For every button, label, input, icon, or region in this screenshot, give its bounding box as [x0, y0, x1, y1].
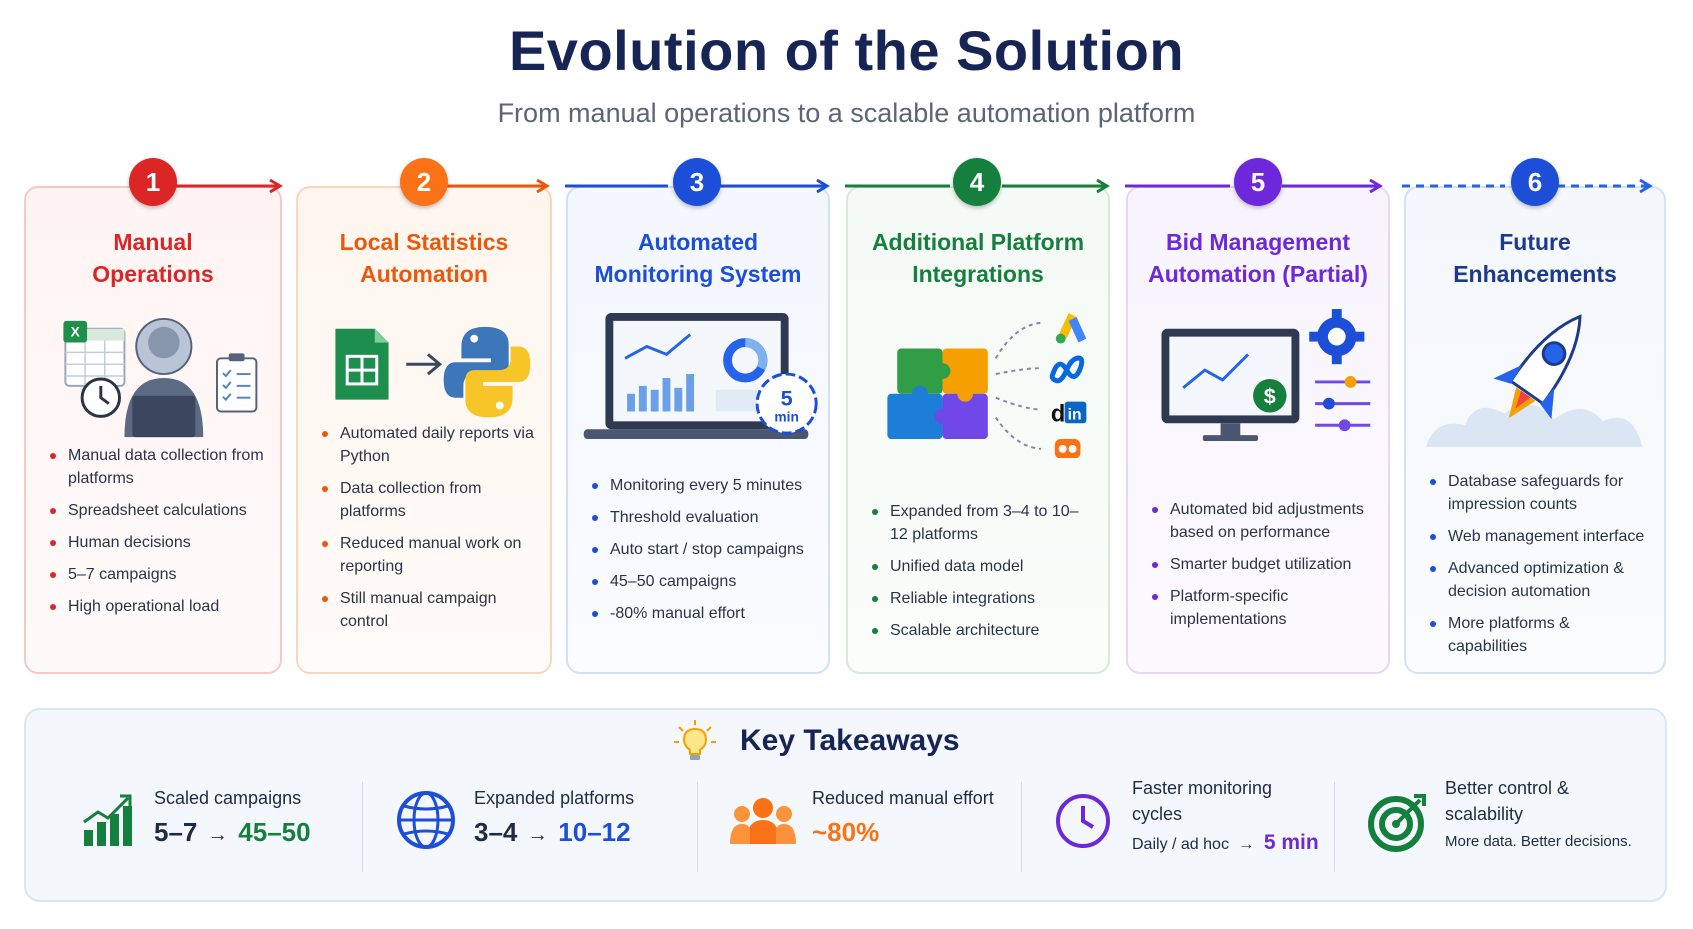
bullet-item: Reliable integrations	[868, 587, 1094, 610]
bullet-item: -80% manual effort	[588, 602, 814, 625]
bullet-item: Scalable architecture	[868, 619, 1094, 642]
bullet-item: 5–7 campaigns	[46, 563, 266, 586]
svg-text:in: in	[1068, 406, 1082, 423]
stage-number-badge-3: 3	[673, 158, 721, 206]
bullet-item: Advanced optimization & decision automat…	[1426, 557, 1650, 603]
timer-unit: min	[774, 409, 798, 424]
laptop-icon	[132, 395, 196, 438]
stage-card-3: Automated Monitoring System 5 min Monito…	[566, 186, 830, 674]
page-title: Evolution of the Solution	[508, 19, 1185, 82]
takeaway-reduced-effort: Reduced manual effort ~80%	[812, 788, 994, 847]
bullet-item: More platforms & capabilities	[1426, 612, 1650, 658]
stage-card-1: Manual Operations X Manual data collecti…	[24, 186, 282, 674]
takeaway-better-control: Better control & scalability More data. …	[1445, 778, 1632, 850]
bullet-item: Platform-specific implementations	[1148, 585, 1374, 631]
bullet-item: High operational load	[46, 595, 266, 618]
timer-icon	[755, 372, 818, 435]
stage-bullets: Expanded from 3–4 to 10–12 platforms Uni…	[868, 500, 1094, 651]
bullet-item: Expanded from 3–4 to 10–12 platforms	[868, 500, 1094, 546]
key-takeaways-panel	[24, 708, 1667, 902]
bullet-item: Auto start / stop campaigns	[588, 538, 814, 561]
google-ads-icon	[1055, 313, 1087, 344]
stage-title: Additional Platform Integrations	[871, 229, 1085, 287]
rocket-illustration	[1425, 314, 1643, 447]
divider	[697, 782, 698, 872]
bullet-item: Monitoring every 5 minutes	[588, 474, 814, 497]
puzzle-icon	[887, 348, 988, 440]
dollar-icon	[1253, 378, 1287, 413]
svg-text:d: d	[1051, 401, 1065, 427]
globe-icon	[397, 791, 455, 849]
growth-chart-icon	[83, 794, 132, 846]
bullet-item: 45–50 campaigns	[588, 570, 814, 593]
divider	[1021, 782, 1022, 872]
page-subtitle: From manual operations to a scalable aut…	[497, 98, 1196, 128]
sheets-to-python-illustration	[335, 326, 531, 418]
stage-number-badge-1: 1	[129, 158, 177, 206]
meta-icon	[1049, 355, 1085, 384]
team-icon	[730, 798, 796, 844]
clock-icon	[1056, 794, 1110, 848]
stage-card-5: Bid Management Automation (Partial) $ Au…	[1126, 186, 1390, 674]
timer-value: 5	[781, 386, 793, 411]
bullet-item: Automated daily reports via Python	[318, 422, 536, 468]
bullet-item: Reduced manual work on reporting	[318, 532, 536, 578]
stage-bullets: Manual data collection from platforms Sp…	[46, 444, 266, 627]
stage-card-6: Future Enhancements Database safeguards …	[1404, 186, 1666, 674]
stage-title: Local Statistics Automation	[339, 229, 509, 287]
bullet-item: Spreadsheet calculations	[46, 499, 266, 522]
svg-text:X: X	[71, 325, 81, 340]
stage-bullets: Automated bid adjustments based on perfo…	[1148, 498, 1374, 640]
stage-number-badge-5: 5	[1234, 158, 1282, 206]
takeaway-scaled-campaigns: Scaled campaigns 5–7 → 45–50	[154, 788, 311, 847]
stage-number-badge-6: 6	[1511, 158, 1559, 206]
divider	[1334, 782, 1335, 872]
target-icon	[1368, 794, 1426, 852]
stage-number-badge-4: 4	[953, 158, 1001, 206]
monitoring-dashboard-illustration: 5 min	[583, 313, 818, 440]
stage-title: Automated Monitoring System	[594, 229, 802, 287]
stage-bullets: Monitoring every 5 minutes Threshold eva…	[588, 474, 814, 634]
bullet-item: Human decisions	[46, 531, 266, 554]
svg-text:$: $	[1264, 384, 1276, 409]
bullet-item: Threshold evaluation	[588, 506, 814, 529]
stage-title: Bid Management Automation (Partial)	[1148, 229, 1368, 287]
stage-title: Manual Operations	[92, 229, 214, 287]
excel-icon	[63, 320, 88, 343]
bullet-item: Automated bid adjustments based on perfo…	[1148, 498, 1374, 544]
python-icon	[443, 326, 531, 418]
partner-platform-icon	[1054, 439, 1081, 458]
arrow-icon	[406, 353, 443, 376]
bid-management-illustration: $	[1161, 309, 1371, 442]
takeaway-faster-monitoring: Faster monitoring cycles Daily / ad hoc …	[1132, 778, 1319, 854]
stage-card-2: Local Statistics Automation Automated da…	[296, 186, 552, 674]
rocket-icon	[1493, 314, 1582, 420]
bullet-item: Database safeguards for impression count…	[1426, 470, 1650, 516]
takeaway-expanded-platforms: Expanded platforms 3–4 → 10–12	[474, 788, 635, 847]
stage-title: Future Enhancements	[1453, 229, 1617, 287]
stage-bullets: Automated daily reports via Python Data …	[318, 422, 536, 642]
bullet-item: Unified data model	[868, 555, 1094, 578]
bullet-item: Still manual campaign control	[318, 587, 536, 633]
bullet-item: Web management interface	[1426, 525, 1650, 548]
divider	[362, 782, 363, 872]
lightbulb-icon	[674, 720, 716, 760]
manual-operator-illustration: X	[63, 317, 258, 438]
stage-number-badge-2: 2	[400, 158, 448, 206]
stage-bullets: Database safeguards for impression count…	[1426, 470, 1650, 667]
bullet-item: Smarter budget utilization	[1148, 553, 1374, 576]
takeaways-heading: Key Takeaways	[740, 724, 960, 757]
stage-connectors	[153, 178, 1653, 194]
bullet-item: Data collection from platforms	[318, 477, 536, 523]
bullet-item: Manual data collection from platforms	[46, 444, 266, 490]
